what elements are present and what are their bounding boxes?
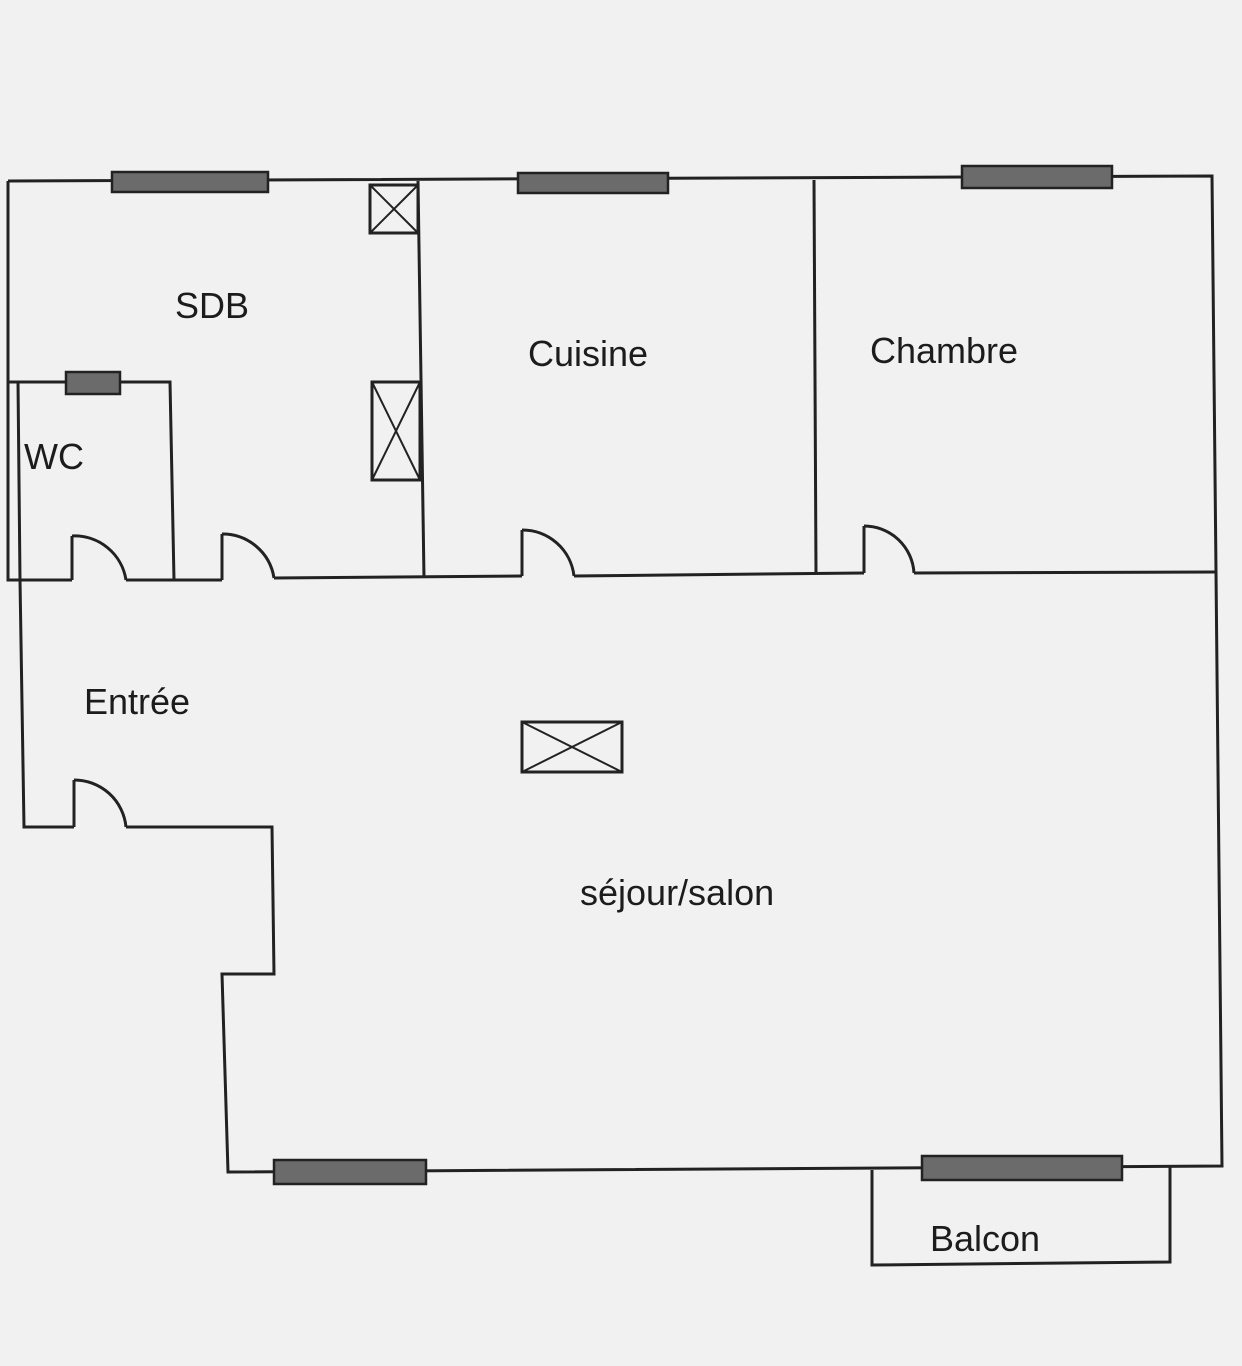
door-chambre[interactable] [862, 524, 916, 574]
window-wc [64, 370, 122, 396]
wc-top-wall [18, 380, 176, 581]
window-balcon [920, 1154, 1124, 1182]
door-sdb[interactable] [220, 532, 276, 580]
vent-duct-top [368, 183, 420, 235]
room-label-sdb: SDB [175, 285, 250, 326]
room-label-wc: WC [24, 436, 84, 477]
corridor-wall [573, 571, 865, 578]
window-cuisine [516, 171, 670, 195]
corridor-wall [273, 574, 523, 580]
window-sdb [110, 170, 270, 194]
outer-wall [7, 174, 1224, 1174]
cuisine-chambre-wall [812, 179, 818, 575]
window-sejour [272, 1158, 428, 1186]
room-label-chambre: Chambre [870, 330, 1019, 371]
vent-duct-sejour [520, 720, 624, 774]
door-cuisine[interactable] [520, 528, 576, 577]
room-label-entree: Entrée [84, 681, 191, 722]
balcony-wall [870, 1166, 1172, 1267]
door-wc[interactable] [70, 534, 128, 581]
room-label-cuisine: Cuisine [528, 333, 649, 374]
door-entrance[interactable] [72, 778, 128, 828]
room-label-balcon: Balcon [930, 1218, 1041, 1259]
wc-wall [8, 380, 22, 581]
vent-duct-middle [370, 380, 422, 482]
corridor-wall [913, 570, 1217, 575]
outer-wall-left [6, 181, 20, 582]
entree-left-wall [18, 579, 74, 829]
sdb-cuisine-wall [416, 180, 426, 579]
window-chambre [960, 164, 1114, 190]
room-label-sejour: séjour/salon [580, 872, 775, 913]
